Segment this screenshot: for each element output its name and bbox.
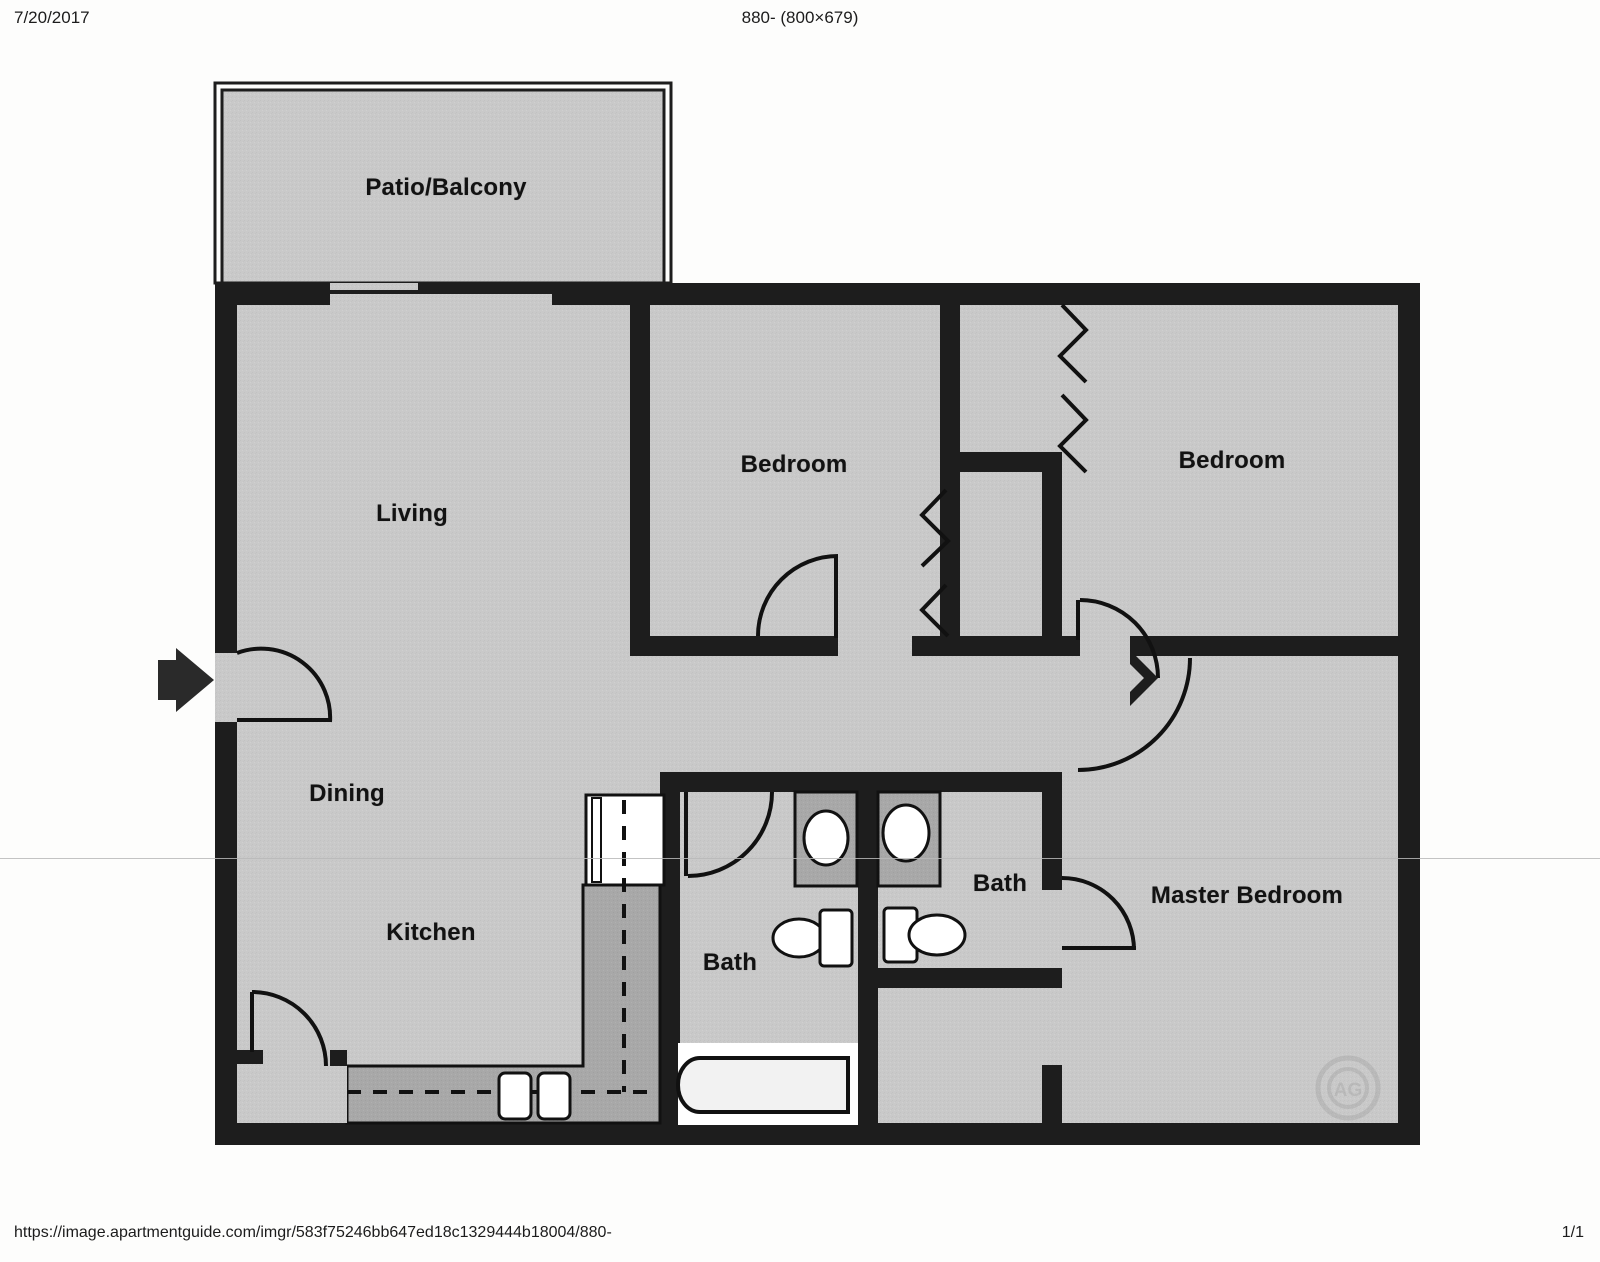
room-label-dining: Dining <box>309 780 385 807</box>
kitchen-sink <box>497 1071 572 1121</box>
bifold-closet-door <box>1057 303 1089 474</box>
master-bedroom-door <box>1061 876 1136 951</box>
shower-stall <box>876 790 942 888</box>
entry-door <box>236 646 333 723</box>
room-label-bedroom-1: Bedroom <box>740 451 848 478</box>
pantry-closet <box>237 990 347 1123</box>
master-bedroom-hall-door <box>1077 650 1192 772</box>
room-label-patio-balcony: Patio/Balcony <box>365 174 527 201</box>
room-label-living: Living <box>376 500 448 527</box>
patio-balcony-area <box>213 81 673 285</box>
bathroom-sink <box>818 908 854 968</box>
source-url: https://image.apartmentguide.com/imgr/58… <box>14 1224 612 1241</box>
bedroom-1-door <box>756 554 839 638</box>
toilet <box>907 913 967 957</box>
svg-text:AG: AG <box>1334 1080 1363 1101</box>
room-label-bath-1: Bath <box>702 949 758 976</box>
shower-stall <box>793 790 859 888</box>
print-title: 880- (800×679) <box>741 8 859 27</box>
print-footer: https://image.apartmentguide.com/imgr/58… <box>0 1224 1600 1248</box>
print-date: 7/20/2017 <box>14 8 90 27</box>
entry-direction-arrow <box>158 648 214 712</box>
print-header: 7/20/2017 880- (800×679) <box>0 8 1600 34</box>
bifold-closet-door <box>919 488 951 638</box>
interior-walls-bedroom-block <box>630 294 1400 656</box>
room-label-bath-2: Bath <box>972 870 1028 897</box>
room-label-kitchen: Kitchen <box>386 919 476 946</box>
sliding-patio-door <box>330 283 558 294</box>
toilet <box>771 917 827 959</box>
interior-floor <box>215 283 1420 1145</box>
scan-seam-artifact <box>0 858 1600 859</box>
page-number: 1/1 <box>1561 1224 1584 1241</box>
exterior-walls <box>215 283 1420 1145</box>
room-label-master-bedroom: Master Bedroom <box>1150 882 1344 909</box>
bath-1-door <box>684 791 774 878</box>
watermark-logo: AG <box>1315 1055 1381 1121</box>
bedroom-2-door <box>1076 598 1160 679</box>
room-label-bedroom-2: Bedroom <box>1178 447 1286 474</box>
bathtub <box>676 1043 858 1125</box>
